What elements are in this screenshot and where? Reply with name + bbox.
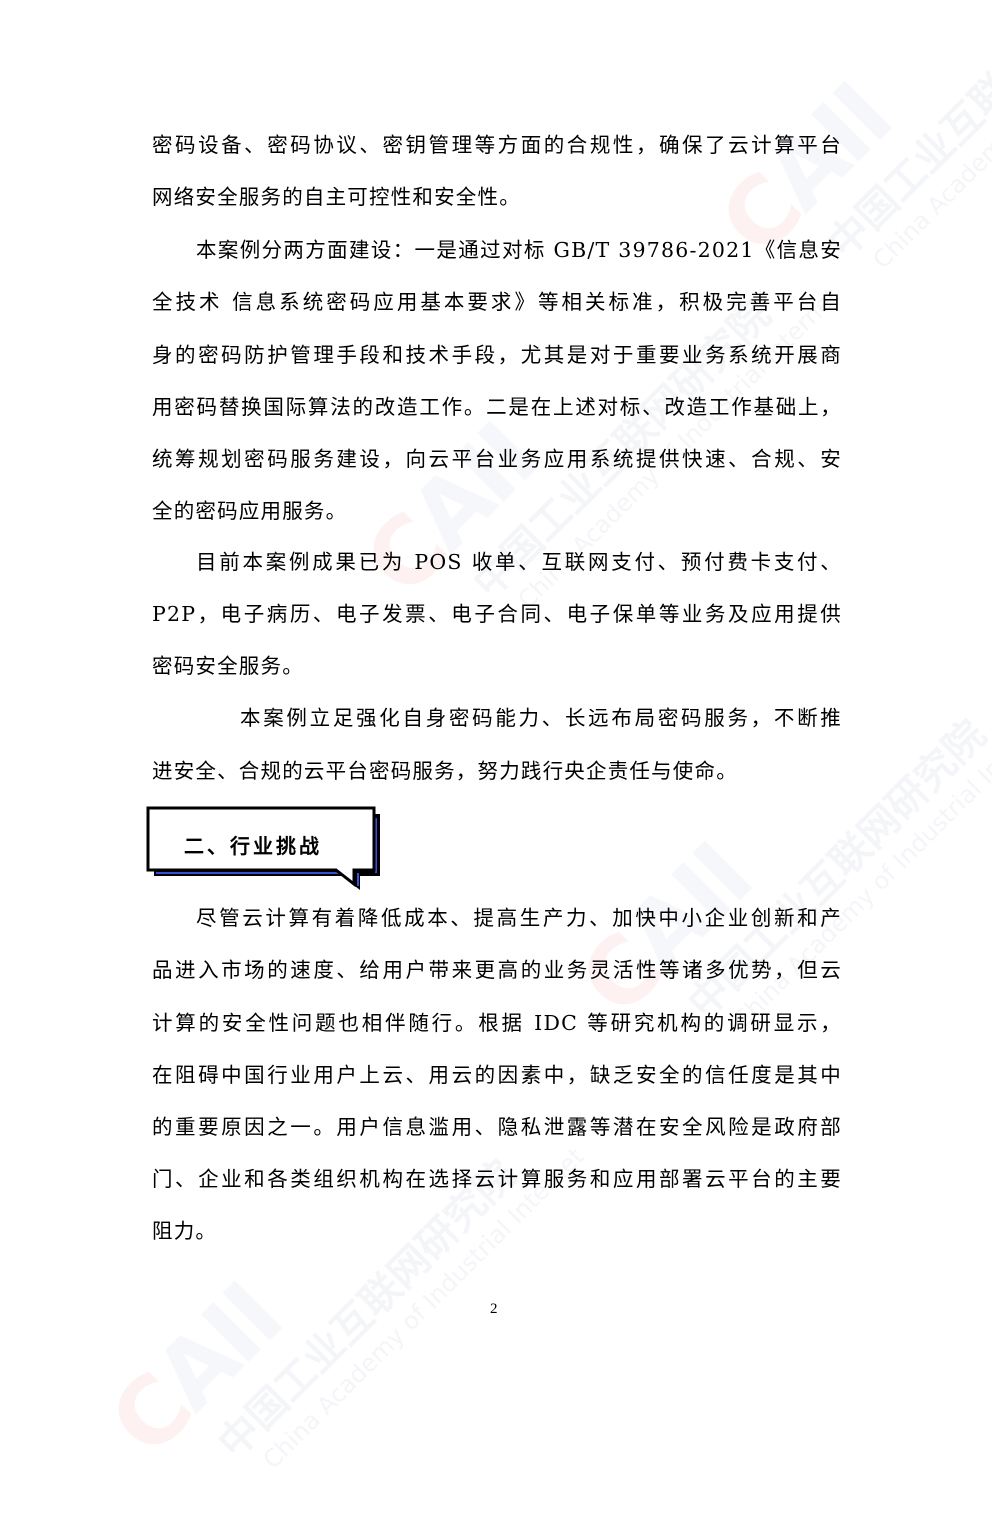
section-heading: 二、行业挑战 <box>184 834 322 858</box>
paragraph-line: 本案例立足强化自身密码能力、长远布局密码服务，不断推 <box>240 706 842 730</box>
paragraph-line: 门、企业和各类组织机构在选择云计算服务和应用部署云平台的主要 <box>152 1167 842 1191</box>
paragraph-line: 身的密码防护管理手段和技术手段，尤其是对于重要业务系统开展商 <box>152 343 842 367</box>
paragraph-line: 阻力。 <box>152 1219 218 1243</box>
paragraph-line: 品进入市场的速度、给用户带来更高的业务灵活性等诸多优势，但云 <box>152 958 842 982</box>
paragraph-line: 密码设备、密码协议、密钥管理等方面的合规性，确保了云计算平台 <box>152 133 842 157</box>
paragraph-line: 计算的安全性问题也相伴随行。根据 IDC 等研究机构的调研显示， <box>152 1011 842 1035</box>
callout-frame <box>146 806 380 890</box>
section-heading-callout: 二、行业挑战 <box>146 806 380 890</box>
paragraph-line: 密码安全服务。 <box>152 654 304 678</box>
paragraph-line: 用密码替换国际算法的改造工作。二是在上述对标、改造工作基础上， <box>152 395 842 419</box>
paragraph-line: 统筹规划密码服务建设，向云平台业务应用系统提供快速、合规、安 <box>152 447 842 471</box>
paragraph-line: 尽管云计算有着降低成本、提高生产力、加快中小企业创新和产 <box>196 906 842 930</box>
paragraph-line: 全技术 信息系统密码应用基本要求》等相关标准，积极完善平台自 <box>152 290 842 314</box>
paragraph-line: 本案例分两方面建设：一是通过对标 GB/T 39786-2021《信息安 <box>196 238 842 262</box>
document-page: 密码设备、密码协议、密钥管理等方面的合规性，确保了云计算平台 网络安全服务的自主… <box>146 133 842 1317</box>
paragraph-line: 在阻碍中国行业用户上云、用云的因素中，缺乏安全的信任度是其中 <box>152 1063 842 1087</box>
paragraph-line: 全的密码应用服务。 <box>152 499 348 523</box>
paragraph-line: 网络安全服务的自主可控性和安全性。 <box>152 185 521 209</box>
paragraph-line: 目前本案例成果已为 POS 收单、互联网支付、预付费卡支付、 <box>196 550 842 574</box>
paragraph-line: P2P，电子病历、电子发票、电子合同、电子保单等业务及应用提供 <box>152 602 842 626</box>
page-number: 2 <box>490 1301 498 1317</box>
paragraph-line: 进安全、合规的云平台密码服务，努力践行央企责任与使命。 <box>152 759 738 783</box>
paragraph-line: 的重要原因之一。用户信息滥用、隐私泄露等潜在安全风险是政府部 <box>152 1115 842 1139</box>
